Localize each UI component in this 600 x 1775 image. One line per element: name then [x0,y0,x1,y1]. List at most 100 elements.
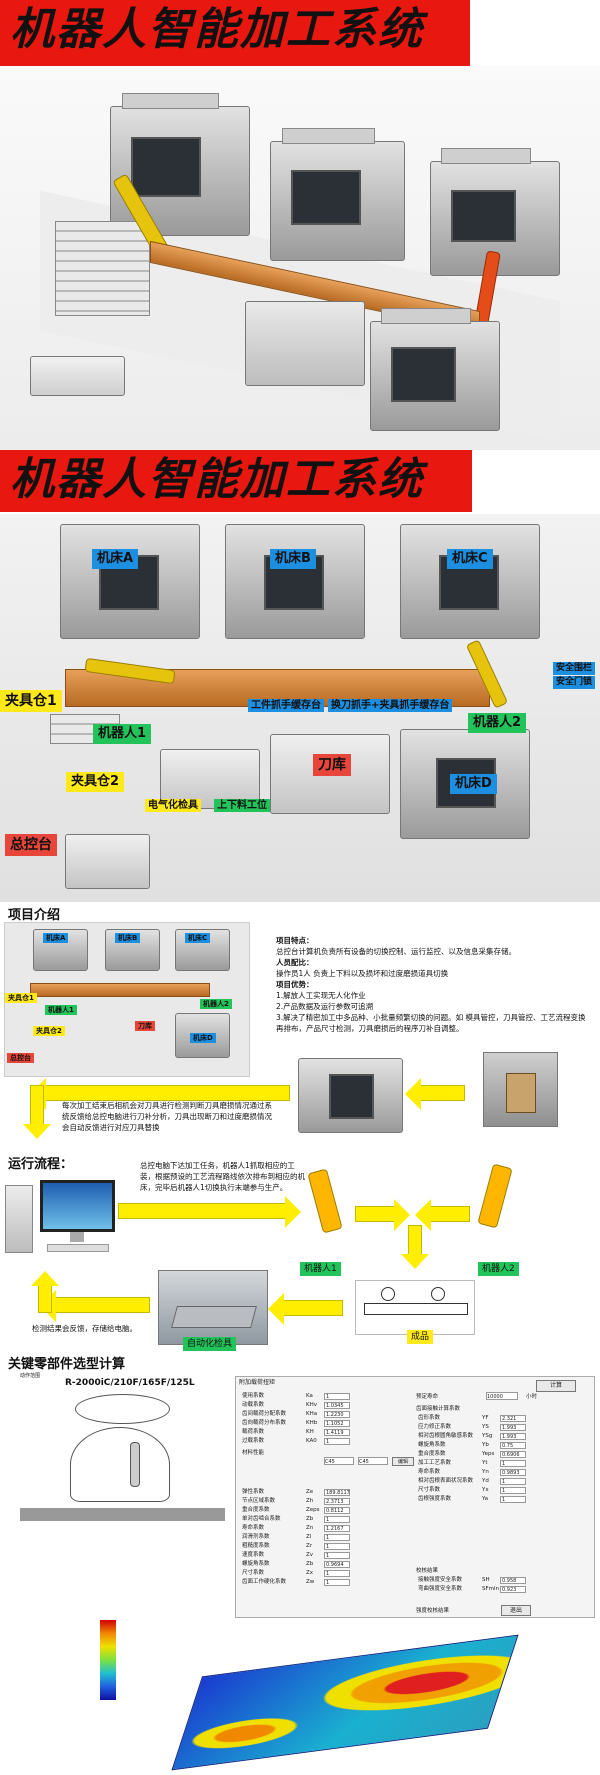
label-electrical-check: 电气化检具 [145,799,201,812]
load-coef-value-input[interactable]: 1 [324,1392,350,1400]
camera-photo [483,1052,558,1127]
contact-coef-key: 齿面工作硬化系数 [242,1579,287,1585]
load-coef-symbol: KH [306,1429,314,1435]
layout-diagram: 机床A 机床B 机床C 夹具仓1 机器人1 工件抓手缓存台 换刀抓手+夹具抓手缓… [0,514,600,902]
hero-render [0,66,600,450]
bend-coef-value-input[interactable]: 1 [500,1486,526,1494]
contact-coef-key: 弹性系数 [242,1489,265,1495]
check-result-label: 强度校核结果 [416,1608,450,1614]
life-unit: 小时 [526,1394,538,1400]
bend-coef-value-input[interactable]: 1 [500,1477,526,1485]
hero-tool-store [245,301,365,386]
safety-coef-value-input[interactable]: 0.958 [500,1576,526,1584]
contact-coef-key: 重合度系数 [242,1507,270,1513]
arrow-robot2-left [415,1199,470,1231]
contact-coef-value-input[interactable]: 1 [324,1551,350,1559]
section-result: 校核结果 [416,1568,439,1574]
auto-check-label: 自动化检具 [183,1337,237,1351]
bend-coef-value-input[interactable]: 1 [500,1495,526,1503]
contact-coef-value-input[interactable]: 2.3713 [324,1497,350,1505]
close-button[interactable]: 退出 [501,1605,531,1616]
thumb-label-machine-c: 机床C [185,933,211,943]
label-loading-station: 上下料工位 [214,799,270,812]
load-coef-key: 动载系数 [242,1402,265,1408]
load-coef-value-input[interactable]: 1.2230 [324,1410,350,1418]
material-edit-button[interactable]: 编辑 [392,1457,414,1466]
bend-coef-value-input[interactable]: 1 [500,1459,526,1467]
contact-coef-key: 节点区域系数 [242,1498,276,1504]
contact-coef-value-input[interactable]: 0.8112 [324,1506,350,1514]
flow-robot-1-label: 机器人1 [300,1262,341,1276]
safety-coef-value-input[interactable]: 0.923 [500,1585,526,1593]
material-label: 材料性能 [242,1450,265,1456]
bend-coef-key: 加工工艺系数 [418,1460,452,1466]
material-select-2[interactable]: C45 [358,1457,388,1465]
contact-coef-value-input[interactable]: 1 [324,1578,350,1586]
contact-coef-value-input[interactable]: 1.2167 [324,1524,350,1532]
thumb-label-robot-1: 机器人1 [45,1005,77,1015]
contact-coef-symbol: Zn [306,1525,314,1531]
advantage-1: 1.解放人工实现无人化作业 [276,991,366,1000]
contact-coef-key: 尺寸系数 [242,1570,265,1576]
bend-coef-value-input[interactable]: 1.993 [500,1432,526,1440]
material-select-1[interactable]: C45 [324,1457,354,1465]
hero-fixture-rack [55,221,150,316]
life-label: 预定寿命 [416,1394,439,1400]
banner-title-second: 机器人智能加工系统 [0,450,472,512]
contact-coef-value-input[interactable]: 1 [324,1542,350,1550]
features-text: 总控台计算机负责所有设备的切换控制、运行监控、以及信息采集存储。 [276,947,516,956]
bend-coef-key: 相对齿根圆角敏感系数 [418,1433,474,1439]
thumb-label-robot-2: 机器人2 [200,999,232,1009]
label-safety-door: 安全门锁 [553,676,596,689]
load-coef-value-input[interactable]: 1.0345 [324,1401,350,1409]
load-coef-symbol: KHb [306,1420,318,1426]
calc-button[interactable]: 计算 [536,1380,576,1392]
contact-coef-symbol: Zb [306,1561,314,1567]
hero-control-desk [30,356,125,396]
contact-coef-value-input[interactable]: 189.8117 [324,1488,350,1496]
bend-coef-key: 齿形系数 [418,1415,441,1421]
bend-coef-key: 相对齿根表面状况系数 [418,1478,474,1484]
life-input[interactable]: 10000 [486,1392,518,1400]
safety-coef-symbol: SFmin [482,1586,500,1592]
advantage-3: 3.解决了精密加工中多品种、小批量频繁切换的问题。如 模具管控，刀具管控、工艺流… [276,1013,586,1033]
bend-coef-symbol: Yn [482,1469,489,1475]
bend-coef-key: 寿命系数 [418,1469,441,1475]
load-coef-value-input[interactable]: 1.1052 [324,1419,350,1427]
contact-coef-key: 单对齿啮合系数 [242,1516,281,1522]
contact-coef-value-input[interactable]: 1 [324,1515,350,1523]
bend-coef-value-input[interactable]: 1.993 [500,1423,526,1431]
hero-machine-b [270,128,405,261]
contact-coef-row: 螺旋角系数 Zb 0.9694 [238,1560,398,1568]
contact-coef-value-input[interactable]: 1 [324,1569,350,1577]
product-drawing [355,1280,475,1335]
contact-coef-value-input[interactable]: 1 [324,1533,350,1541]
robot-model: R-2000iC/210F/165F/125L [65,1378,195,1388]
section-gear: 齿面接触计算系数 [416,1406,461,1412]
arrow-down-to-flow [23,1085,51,1139]
bend-coef-value-input[interactable]: 0.6906 [500,1450,526,1458]
load-coef-symbol: KA0 [306,1438,317,1444]
bend-coef-value-input[interactable]: 0.75 [500,1441,526,1449]
load-coef-value-input[interactable]: 1 [324,1437,350,1445]
arrow-up-to-computer [31,1271,59,1313]
bend-coef-value-input[interactable]: 0.9893 [500,1468,526,1476]
bend-coef-symbol: YS [482,1424,489,1430]
contact-coef-value-input[interactable]: 0.9694 [324,1560,350,1568]
bend-coef-value-input[interactable]: 2.321 [500,1414,526,1422]
load-coef-value-input[interactable]: 1.4119 [324,1428,350,1436]
contact-coef-key: 螺旋角系数 [242,1561,270,1567]
